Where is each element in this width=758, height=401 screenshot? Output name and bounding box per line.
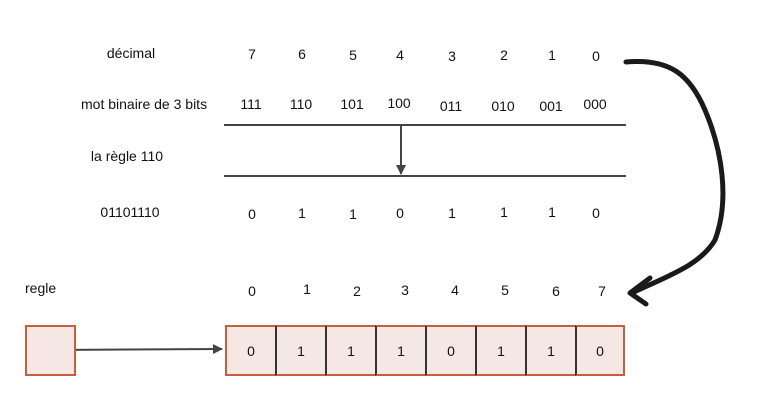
array-cell-value: 0 [247, 342, 255, 359]
rule-output-bit: 1 [298, 205, 306, 221]
binary-word: 111 [240, 96, 262, 112]
decimal-value: 0 [592, 48, 600, 64]
array-cell-value: 1 [547, 342, 555, 359]
array-index: 6 [552, 283, 560, 299]
array-index: 1 [303, 281, 311, 297]
array-cell: 1 [275, 325, 325, 376]
decimal-label: décimal [106, 45, 156, 61]
rule-output-bit: 0 [396, 205, 404, 221]
array-cell-value: 1 [397, 342, 405, 359]
decimal-value: 2 [500, 47, 508, 63]
decimal-value: 4 [396, 47, 404, 63]
binary-word: 010 [491, 98, 515, 114]
array-cell: 0 [425, 325, 475, 376]
array-cell: 1 [325, 325, 375, 376]
rule-output-bit: 1 [448, 205, 456, 221]
pointer-box [25, 325, 76, 376]
curved-arrow-head [627, 275, 653, 307]
array-index: 5 [501, 282, 509, 298]
rule-output-bit: 0 [592, 205, 600, 221]
decimal-value: 1 [548, 47, 556, 63]
array-cell-value: 1 [297, 342, 305, 359]
rule-output-bit: 1 [500, 204, 508, 220]
rule-label: la règle 110 [90, 148, 164, 164]
array-cell-value: 1 [347, 342, 355, 359]
binary-word-label: mot binaire de 3 bits [81, 96, 208, 112]
array-index: 0 [248, 283, 256, 299]
array-cell: 0 [225, 325, 275, 376]
binary-word: 101 [340, 96, 364, 112]
decimal-value: 3 [448, 48, 456, 64]
rule-bits-label: 01101110 [100, 204, 160, 220]
rule-output-bit: 0 [248, 206, 256, 222]
array-index: 4 [451, 282, 459, 298]
rule-output-bit: 1 [349, 206, 357, 222]
curved-mapping-arrow [623, 58, 726, 295]
array-index: 7 [598, 283, 606, 299]
array-index: 3 [401, 282, 409, 298]
binary-word: 100 [387, 95, 411, 111]
array-cell: 1 [525, 325, 575, 376]
array-label: regle [25, 280, 57, 296]
array-index: 2 [353, 283, 361, 299]
array-cell-value: 0 [447, 342, 455, 359]
binary-word: 000 [583, 96, 607, 112]
binary-word: 011 [439, 98, 463, 114]
array-cell-value: 0 [596, 342, 604, 359]
binary-word: 001 [539, 98, 563, 114]
array-cell-value: 1 [497, 342, 505, 359]
decimal-value: 5 [349, 47, 357, 63]
pointer-arrow [49, 344, 223, 355]
array-cell: 0 [575, 325, 625, 376]
array-cell: 1 [375, 325, 425, 376]
rule-output-bit: 1 [548, 204, 556, 220]
array-cell: 1 [475, 325, 525, 376]
decimal-value: 7 [248, 46, 256, 62]
binary-word: 110 [289, 96, 313, 112]
decimal-value: 6 [298, 46, 306, 62]
